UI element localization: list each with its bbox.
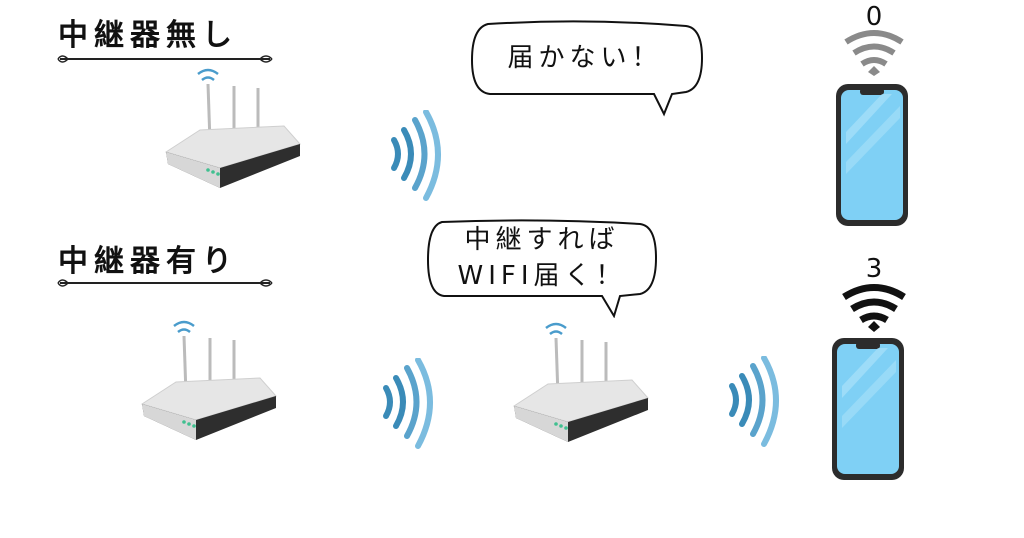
router-icon [140, 320, 278, 442]
heading-with-repeater: 中継器有り [58, 244, 238, 279]
heading-no-repeater: 中継器無し [58, 18, 238, 53]
smartphone-icon [836, 84, 908, 226]
wifi-signal-strong-icon [842, 284, 906, 332]
bubble-text-line-1: 中継すれば [464, 225, 620, 255]
wifi-signal-weak-icon [844, 30, 904, 76]
smartphone-icon [832, 338, 904, 480]
router-icon [164, 68, 302, 190]
speech-bubble-not-reaching [470, 20, 704, 117]
signal-count-weak: 0 [865, 2, 883, 32]
signal-count-strong: 3 [865, 254, 883, 284]
wifi-waves-icon [726, 356, 796, 448]
speech-bubble-repeater [426, 219, 658, 318]
heading-underline-ornament [57, 55, 273, 63]
wifi-waves-icon [380, 358, 450, 450]
wifi-waves-icon [388, 110, 458, 202]
repeater-icon [512, 322, 650, 444]
bubble-text-not-reaching: 届かない！ [507, 43, 663, 73]
heading-underline-ornament [57, 279, 273, 287]
bubble-text-line-2: WIFI届く！ [457, 261, 627, 291]
